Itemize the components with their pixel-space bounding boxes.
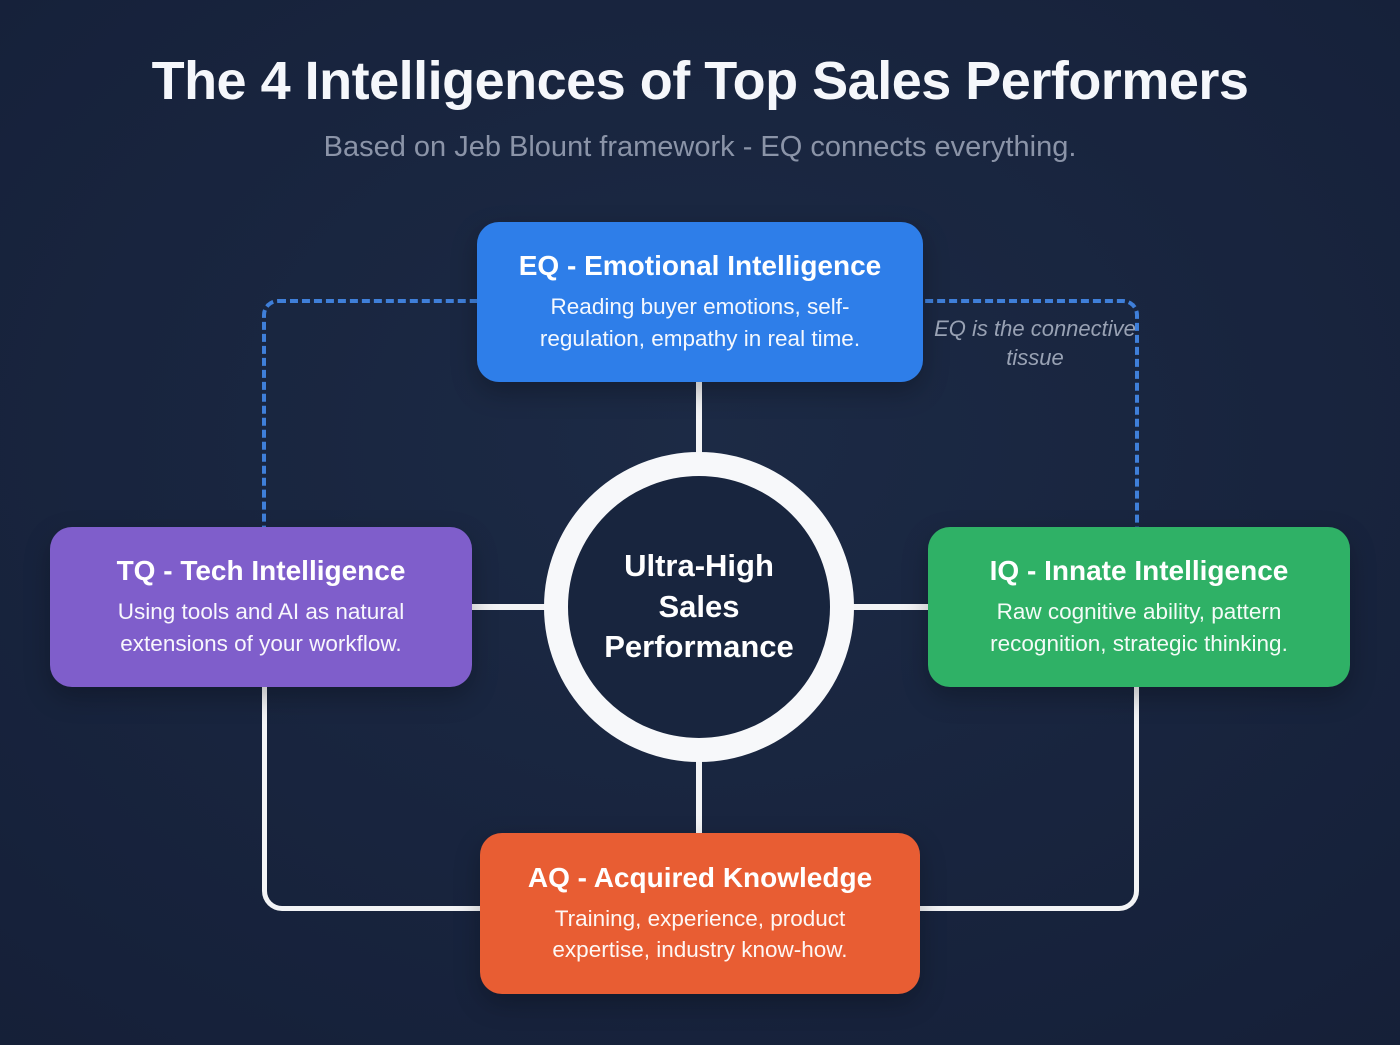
eq-box: EQ - Emotional Intelligence Reading buye… xyxy=(477,222,923,382)
center-circle: Ultra-High Sales Performance xyxy=(544,452,854,762)
eq-box-body: Reading buyer emotions, self-regulation,… xyxy=(539,294,861,351)
page-subtitle: Based on Jeb Blount framework - EQ conne… xyxy=(323,131,1077,163)
eq-box-title: EQ - Emotional Intelligence xyxy=(518,250,882,282)
center-label-line-3: Performance xyxy=(604,629,794,665)
connector-eq-to-center xyxy=(696,378,702,462)
connector-tq-to-center xyxy=(466,604,554,610)
tq-box: TQ - Tech Intelligence Using tools and A… xyxy=(50,527,472,687)
iq-box-title: IQ - Innate Intelligence xyxy=(989,555,1289,587)
connector-iq-to-center xyxy=(846,604,934,610)
center-label-line-2: Sales xyxy=(658,588,740,624)
aq-box-title: AQ - Acquired Knowledge xyxy=(527,861,873,893)
center-label: Ultra-High Sales Performance xyxy=(604,546,794,669)
tq-box-title: TQ - Tech Intelligence xyxy=(116,555,406,587)
aq-box: AQ - Acquired Knowledge Training, experi… xyxy=(480,833,920,994)
tq-box-body: Using tools and AI as natural extensions… xyxy=(117,599,405,656)
center-label-line-1: Ultra-High xyxy=(624,547,774,583)
aq-box-body: Training, experience, product expertise,… xyxy=(552,905,848,962)
eq-annotation: EQ is the connective tissue xyxy=(934,316,1136,371)
iq-box-body: Raw cognitive ability, pattern recogniti… xyxy=(990,599,1288,656)
page-title: The 4 Intelligences of Top Sales Perform… xyxy=(151,51,1249,111)
iq-box: IQ - Innate Intelligence Raw cognitive a… xyxy=(928,527,1350,687)
connector-aq-to-center xyxy=(696,754,702,838)
